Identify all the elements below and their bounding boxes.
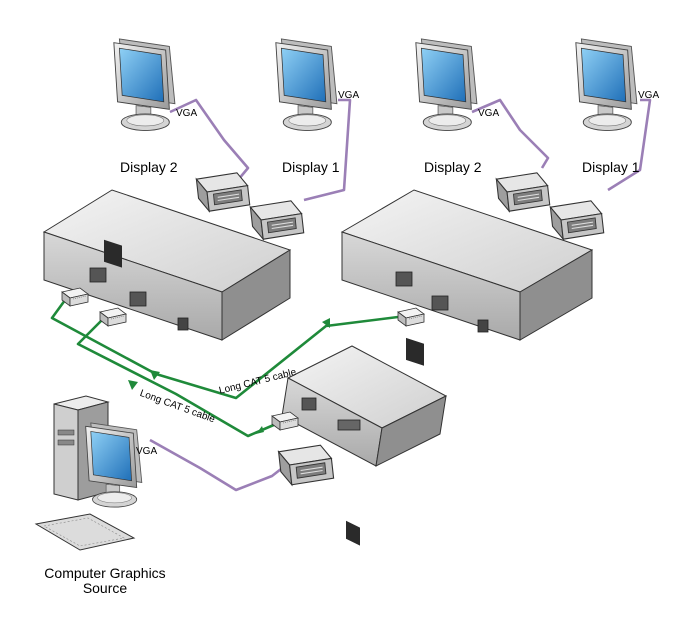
display-label: Display 2 xyxy=(424,159,482,175)
vga-port xyxy=(337,419,361,431)
display-label: Display 1 xyxy=(282,159,340,175)
rj45-port xyxy=(395,271,413,287)
vga-plug-icon xyxy=(495,172,551,212)
monitor-icon xyxy=(275,38,338,132)
rj45-plug-icon xyxy=(61,287,89,307)
rj45-port xyxy=(89,267,107,283)
display-label: Display 1 xyxy=(582,159,640,175)
vga-cable-display2-left xyxy=(169,98,250,181)
receiver-box-left xyxy=(42,189,292,341)
monitor-icon xyxy=(415,38,478,132)
arrow-icon xyxy=(322,318,330,328)
vga-label: VGA xyxy=(338,90,360,101)
monitor-icon xyxy=(113,38,176,132)
transmitter-box xyxy=(281,345,448,546)
source-label-line1: Computer Graphics xyxy=(44,565,166,581)
vga-cable-source xyxy=(149,438,291,492)
cable-arrows xyxy=(128,318,330,434)
rj45-port xyxy=(431,295,449,311)
rj45-port xyxy=(301,397,317,411)
rj45-plug-icon xyxy=(99,307,127,327)
vga-label: VGA xyxy=(478,108,500,119)
monitor-icon xyxy=(575,38,638,132)
vga-plug-icon xyxy=(195,172,251,212)
rj45-port xyxy=(129,291,147,307)
kramer-logo-icon xyxy=(346,520,360,546)
power-jack xyxy=(177,317,189,331)
arrow-icon xyxy=(128,380,138,390)
vga-cable-display2-right xyxy=(471,98,550,169)
vga-label: VGA xyxy=(176,108,198,119)
vga-plug-icon xyxy=(249,200,305,240)
vga-label: VGA xyxy=(638,90,660,101)
vga-cables xyxy=(149,98,652,492)
computer-graphics-source xyxy=(34,395,143,551)
vga-plug-icon xyxy=(549,200,605,240)
power-jack xyxy=(477,319,489,333)
vga-plug-icon xyxy=(278,444,335,486)
keyboard-icon xyxy=(34,513,136,551)
rj45-plug-icon xyxy=(397,307,425,327)
display-label: Display 2 xyxy=(120,159,178,175)
rj45-plug-icon xyxy=(271,411,299,431)
vga-cable-display1-right xyxy=(607,98,652,192)
cat5-cable-lower xyxy=(76,319,277,438)
cat5-cables xyxy=(50,295,407,438)
vga-label: VGA xyxy=(136,446,158,457)
kramer-logo-icon xyxy=(104,239,122,268)
receiver-box-right xyxy=(340,189,594,366)
source-label: Computer Graphics Source xyxy=(30,566,180,596)
cat5-cable-upper xyxy=(50,295,407,400)
kramer-logo-icon xyxy=(406,337,424,366)
arrow-icon xyxy=(256,426,264,434)
arrow-icon xyxy=(150,370,160,380)
vga-cable-display1-left xyxy=(303,98,352,202)
source-label-line2: Source xyxy=(82,580,128,596)
